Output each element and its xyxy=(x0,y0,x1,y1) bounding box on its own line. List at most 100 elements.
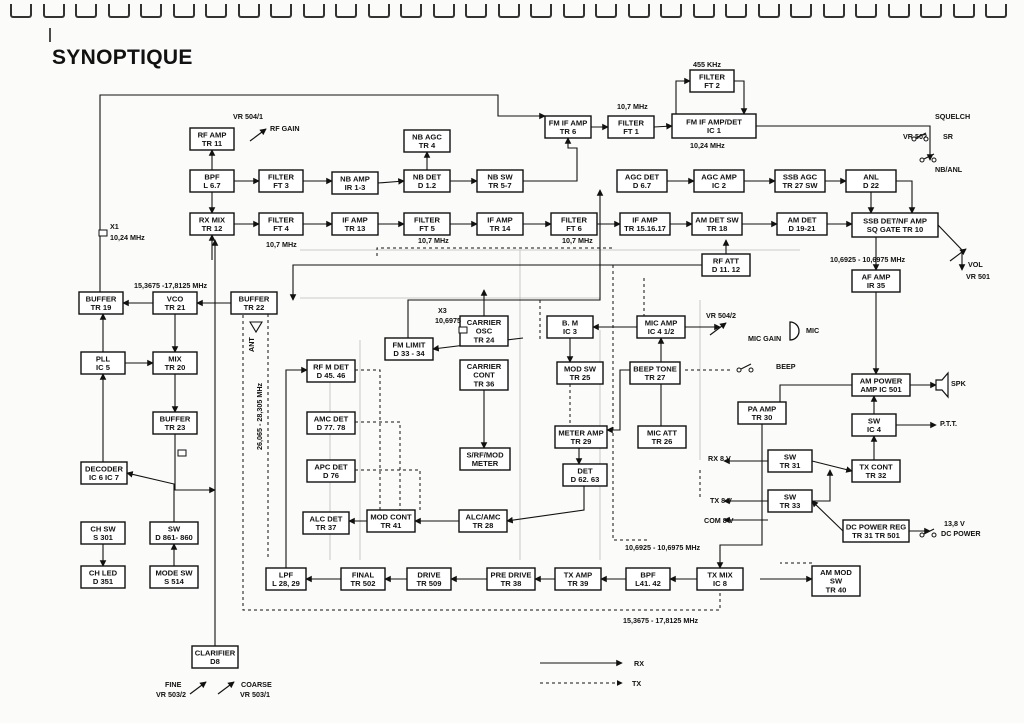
block-label: D 1.2 xyxy=(418,181,436,190)
block-label: FT 4 xyxy=(273,224,289,233)
block-label: D 62. 63 xyxy=(571,475,600,484)
block-frame xyxy=(189,169,235,193)
block-label: TR 5-7 xyxy=(488,181,511,190)
label-f106925a: 10,6925 - 10,6975 MHz xyxy=(830,255,906,264)
block-label: FILTER xyxy=(268,215,295,224)
binding-hole xyxy=(497,4,520,18)
block-frame xyxy=(258,212,304,236)
block-frame xyxy=(306,459,356,483)
block-label: B. M xyxy=(562,318,578,327)
block-label: IR 35 xyxy=(867,281,886,290)
block-label: METER xyxy=(472,459,499,468)
block-label: DECODER xyxy=(85,464,123,473)
label-x3: X3 xyxy=(438,306,447,315)
tx-path-wire xyxy=(612,265,650,541)
block-label: ANL xyxy=(863,172,879,181)
block-label: APC DET xyxy=(314,462,348,471)
block-label: FT 5 xyxy=(419,224,435,233)
potentiometer-icon xyxy=(217,681,235,695)
block-frame xyxy=(366,509,416,533)
block-label: D 6.7 xyxy=(633,181,651,190)
block-label: MOD SW xyxy=(564,364,597,373)
block-label: PA AMP xyxy=(748,404,776,413)
block-mode-sw: MODE SWS 514 xyxy=(149,565,199,589)
block-label: TR 26 xyxy=(652,437,673,446)
block-label: FT 3 xyxy=(273,181,289,190)
block-label: TR 502 xyxy=(351,579,376,588)
block-label: TR 40 xyxy=(826,585,847,594)
block-frame xyxy=(486,567,536,591)
signal-wire xyxy=(896,180,916,214)
block-label: RF ATT xyxy=(713,256,740,265)
block-label: TX MIX xyxy=(707,570,732,579)
block-label: IR 1-3 xyxy=(345,183,366,192)
binding-hole xyxy=(237,4,260,18)
potentiometer-icon xyxy=(949,248,967,262)
block-label: TR 18 xyxy=(707,224,728,233)
block-frame xyxy=(842,519,910,543)
block-label: FILTER xyxy=(414,215,441,224)
binding-hole xyxy=(920,4,942,18)
block-label: TR 27 xyxy=(645,373,666,382)
label-vr503-2: VR 503/2 xyxy=(156,690,186,699)
block-label: D 77. 78 xyxy=(317,423,346,432)
label-tx8v: TX 8 V xyxy=(710,496,732,505)
block-label: NB AMP xyxy=(340,174,370,183)
block-frame xyxy=(851,212,939,238)
block-label: LPF xyxy=(279,570,294,579)
block-label: TR 22 xyxy=(244,303,265,312)
block-frame xyxy=(152,291,198,315)
block-label: AMC DET xyxy=(314,414,349,423)
block-label: NB DET xyxy=(413,172,442,181)
block-frame xyxy=(562,463,608,487)
label-vr501: VR 501 xyxy=(966,272,990,281)
block-label: PLL xyxy=(96,354,111,363)
block-label: TR 39 xyxy=(568,579,589,588)
block-frame xyxy=(851,459,901,483)
block-frame xyxy=(476,169,524,193)
block-label: D 76 xyxy=(323,471,339,480)
antenna-icon xyxy=(249,321,263,334)
binding-hole xyxy=(270,4,292,18)
potentiometer-icon xyxy=(249,128,267,142)
binding-hole xyxy=(205,4,227,18)
block-label: TR 36 xyxy=(474,379,495,388)
block-frame xyxy=(701,253,751,277)
block-frame xyxy=(306,411,356,435)
block-label: L 28, 29 xyxy=(272,579,300,588)
switch-contact xyxy=(919,532,925,538)
binding-hole xyxy=(985,4,1007,18)
block-label: FM IF AMP xyxy=(549,118,588,127)
block-label: FILTER xyxy=(699,72,726,81)
signal-wire xyxy=(716,413,763,569)
block-label: AGC DET xyxy=(625,172,660,181)
block-frame xyxy=(258,169,304,193)
label-vr503-1: VR 503/1 xyxy=(240,690,270,699)
switch-icon xyxy=(915,132,927,139)
block-label: TX CONT xyxy=(859,462,893,471)
binding-hole xyxy=(595,4,617,18)
block-label: TR 15.16.17 xyxy=(624,224,666,233)
block-label: METER AMP xyxy=(558,428,603,437)
block-label: D 11. 12 xyxy=(712,265,740,274)
block-label: FM LIMIT xyxy=(393,340,426,349)
